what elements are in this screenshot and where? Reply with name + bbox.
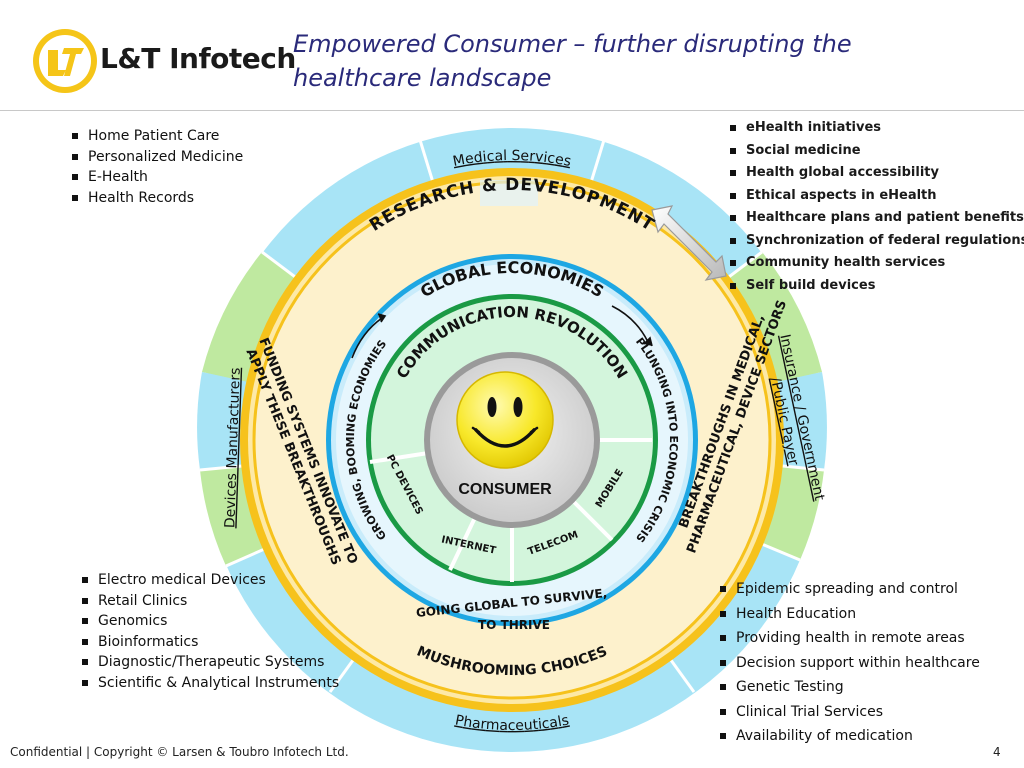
title-line-2: healthcare landscape (293, 64, 552, 92)
list-item: eHealth initiatives (728, 117, 1024, 140)
footer-copyright: Confidential | Copyright © Larsen & Toub… (10, 745, 349, 759)
list-item: Bioinformatics (80, 632, 339, 653)
page-title: Empowered Consumer – further disrupting … (293, 27, 933, 95)
double-arrow-icon (651, 205, 727, 281)
outer-label-bottom: Pharmaceuticals (454, 712, 570, 734)
list-item: Personalized Medicine (70, 147, 243, 168)
smiley-face-icon (456, 371, 554, 469)
global-ring-arrows (351, 305, 653, 359)
consumer-center: CONSUMER (424, 352, 600, 528)
list-item: Genomics (80, 611, 339, 632)
outer-label-left: Devices Manufacturers (222, 367, 244, 528)
list-item: Healthcare plans and patient benefits (728, 207, 1024, 230)
list-item: Genetic Testing (718, 675, 980, 700)
list-item: Providing health in remote areas (718, 626, 980, 651)
center-label: CONSUMER (458, 481, 552, 498)
list-item: Retail Clinics (80, 591, 339, 612)
list-top-right: eHealth initiatives Social medicine Heal… (728, 117, 1024, 297)
list-top-left: Home Patient Care Personalized Medicine … (70, 126, 243, 208)
list-item: Diagnostic/Therapeutic Systems (80, 652, 339, 673)
global-label-bottom-line-2: TO THRIVE (478, 618, 550, 632)
logo-text: L&T Infotech (100, 42, 296, 75)
title-line-1: Empowered Consumer – further disrupting … (293, 30, 852, 58)
header-divider (0, 110, 1024, 111)
outer-label-top-text: Medical Services (452, 148, 573, 170)
outer-label-top: Medical Services (452, 148, 573, 170)
list-item: Health Education (718, 602, 980, 627)
outer-label-bottom-text: Pharmaceuticals (454, 712, 570, 734)
list-bottom-right: Epidemic spreading and control Health Ed… (718, 577, 980, 749)
list-item: Decision support within healthcare (718, 651, 980, 676)
list-item: E-Health (70, 167, 243, 188)
faint-box (480, 180, 538, 206)
lt-infotech-logo (30, 26, 280, 96)
list-bottom-left: Electro medical Devices Retail Clinics G… (80, 570, 339, 693)
page-number: 4 (993, 745, 1001, 759)
list-item: Home Patient Care (70, 126, 243, 147)
lt-logo-icon (33, 29, 97, 93)
list-item: Synchronization of federal regulations (728, 230, 1024, 253)
list-item: Scientific & Analytical Instruments (80, 673, 339, 694)
list-item: Epidemic spreading and control (718, 577, 980, 602)
list-item: Clinical Trial Services (718, 700, 980, 725)
list-item: Social medicine (728, 140, 1024, 163)
list-item: Health global accessibility (728, 162, 1024, 185)
list-item: Health Records (70, 188, 243, 209)
list-item: Self build devices (728, 275, 1024, 298)
list-item: Electro medical Devices (80, 570, 339, 591)
list-item: Community health services (728, 252, 1024, 275)
list-item: Ethical aspects in eHealth (728, 185, 1024, 208)
list-item: Availability of medication (718, 724, 980, 749)
